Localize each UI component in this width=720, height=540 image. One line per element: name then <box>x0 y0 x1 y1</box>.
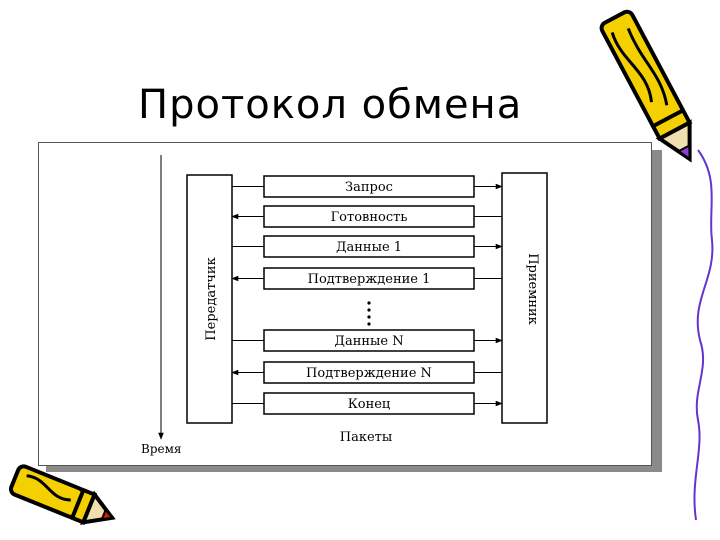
packet-label: Подтверждение 1 <box>308 272 431 287</box>
packet-row: Данные 1 <box>232 235 503 258</box>
pencil-icon <box>599 9 693 163</box>
packet-row: Подтверждение 1 <box>231 267 502 290</box>
packets-label: Пакеты <box>340 430 392 445</box>
sender-label: Передатчик <box>204 257 219 340</box>
receiver-label: Приемник <box>525 253 540 325</box>
packet-label: Данные 1 <box>336 240 402 255</box>
sender-box <box>186 174 233 424</box>
squiggle-line-decoration <box>693 149 714 521</box>
packet-row: Запрос <box>232 175 503 198</box>
slide-title: Протокол обмена <box>138 82 523 128</box>
packet-row: Готовность <box>231 205 502 228</box>
packet-label: Готовность <box>331 210 408 225</box>
pencil-icon <box>8 464 116 525</box>
receiver-box <box>501 172 548 424</box>
packet-row: Конец <box>232 392 503 415</box>
packet-label: Конец <box>348 397 391 412</box>
packet-row: Данные N <box>232 329 503 352</box>
packet-row: Подтверждение N <box>231 361 502 384</box>
packet-label: Подтверждение N <box>306 366 432 381</box>
ellipsis-dots <box>367 301 371 326</box>
protocol-diagram: Время Передатчик Приемник ЗапросГотовнос… <box>141 155 548 456</box>
packet-label: Данные N <box>334 334 403 349</box>
packet-label: Запрос <box>345 180 393 195</box>
time-label: Время <box>141 442 182 456</box>
